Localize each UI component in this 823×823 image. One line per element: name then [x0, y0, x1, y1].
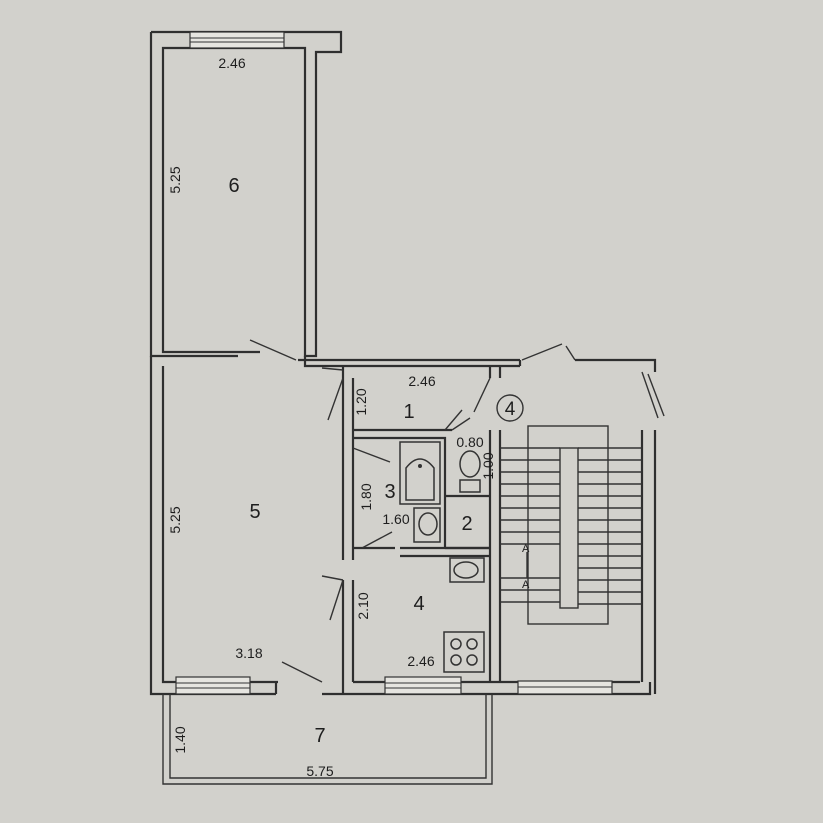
window-room6: [189, 31, 285, 49]
dim-room6-length: 5.25: [167, 166, 183, 193]
dim-kitchen-depth: 2.10: [355, 592, 371, 619]
door-kitchen-b: [321, 575, 344, 581]
door-room3: [361, 531, 393, 549]
room-labels: 6 5 1 3 2 4 7: [228, 175, 472, 747]
staircase: A A 4: [496, 394, 642, 625]
stair-arrow-lower: A: [522, 579, 530, 591]
door-entry: [473, 377, 491, 413]
door-bath: [352, 447, 391, 463]
room-6-label: 6: [228, 175, 239, 197]
dimension-labels: 2.46 5.25 2.46 1.20 0.80 1.00 1.80 1.60 …: [167, 55, 496, 779]
room-4-label: 4: [413, 593, 424, 615]
dim-wc-width: 0.80: [456, 434, 483, 450]
stair-marker-label: 4: [505, 399, 516, 420]
door-wc-b: [444, 409, 463, 431]
stair-treads-left: [500, 447, 560, 603]
dim-room1-width: 2.46: [408, 373, 435, 389]
door-stair-right-b: [641, 371, 659, 419]
door-room5: [327, 377, 344, 421]
window-room5: [175, 676, 251, 695]
stair-marker-circle: [496, 394, 524, 422]
dim-room1-depth: 1.20: [353, 388, 369, 415]
dim-room5-length: 5.25: [167, 506, 183, 533]
room-3-label: 3: [384, 481, 395, 503]
kitchen-sink-icon: [449, 557, 485, 583]
dim-bath-depth: 1.80: [358, 483, 374, 510]
room-1-label: 1: [403, 401, 414, 423]
room-2-label: 2: [461, 513, 472, 535]
door-balcony: [281, 661, 323, 683]
door-stair-top-b: [565, 345, 576, 361]
balcony: [162, 694, 493, 785]
stair-treads-right: [578, 447, 642, 605]
doors: [249, 339, 665, 683]
walls: [149, 30, 657, 696]
dim-balcony-width: 5.75: [306, 763, 333, 779]
windows: [175, 31, 613, 695]
room-7-label: 7: [314, 725, 325, 747]
window-kitchen: [384, 676, 462, 695]
bathtub-icon: [399, 441, 441, 505]
stove-icon: [443, 631, 485, 673]
door-wc: [451, 417, 471, 431]
dim-bath-width: 1.60: [382, 511, 409, 527]
dim-wc-depth: 1.00: [480, 452, 496, 479]
dim-balcony-depth: 1.40: [172, 726, 188, 753]
door-room6: [249, 339, 297, 361]
door-stair-right: [647, 373, 665, 417]
fixtures: [399, 441, 485, 673]
room-5-label: 5: [249, 501, 260, 523]
bath-sink-icon: [413, 507, 441, 543]
door-stair-top: [521, 343, 563, 361]
dim-kitchen-width: 2.46: [407, 653, 434, 669]
door-kitchen: [329, 579, 344, 621]
toilet-icon: [459, 450, 481, 493]
dim-room6-width: 2.46: [218, 55, 245, 71]
stair-arrow-upper: A: [522, 543, 530, 555]
door-room5-b: [321, 367, 344, 371]
window-stair: [517, 680, 613, 695]
dim-room5-width: 3.18: [235, 645, 262, 661]
